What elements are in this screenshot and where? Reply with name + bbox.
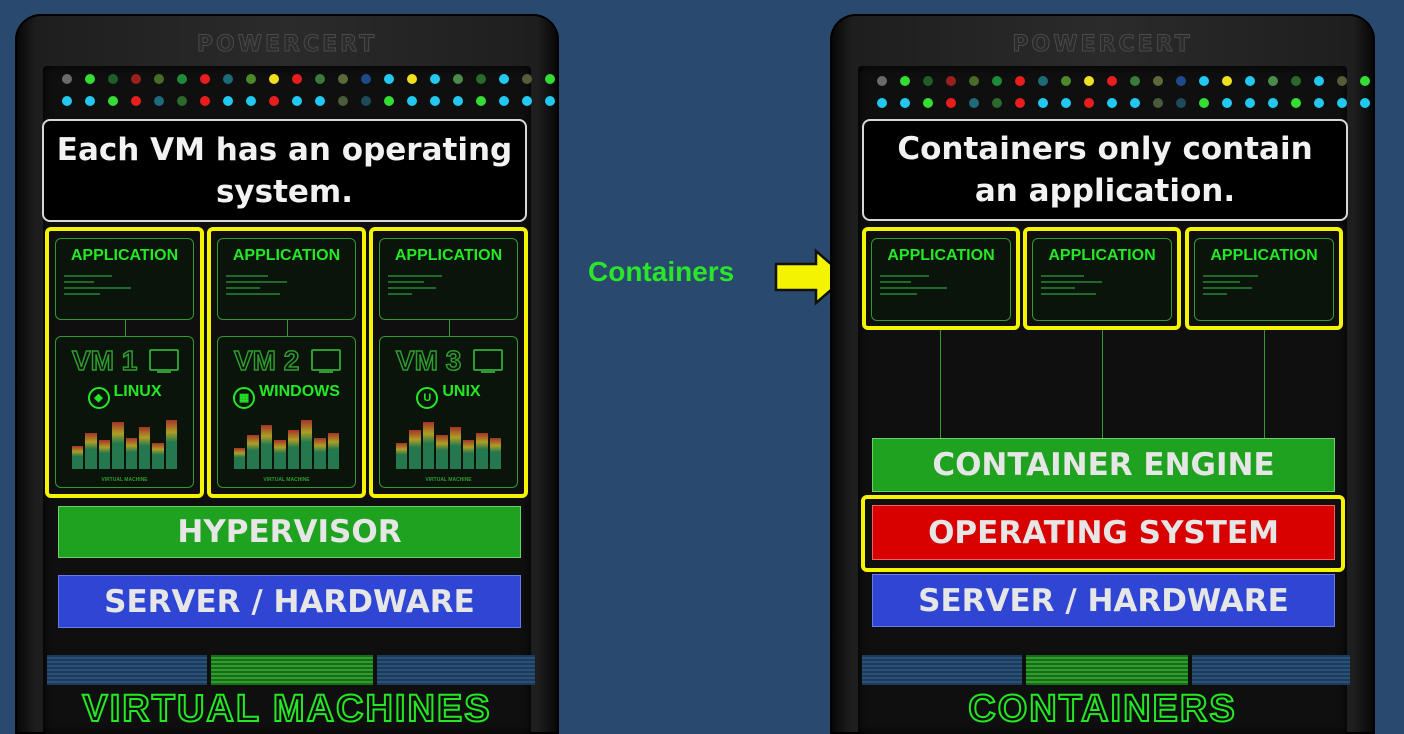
container-3-app-label: APPLICATION bbox=[1210, 247, 1318, 264]
vm-1-os-label: LINUX bbox=[113, 383, 162, 400]
windows-icon: ▦ bbox=[233, 387, 256, 409]
container-3-app-panel: APPLICATION bbox=[1194, 238, 1334, 321]
led-row-bottom bbox=[62, 96, 555, 106]
app-detail-lines bbox=[1203, 271, 1325, 311]
container-3-highlight bbox=[1185, 227, 1343, 330]
vm-3-highlight bbox=[369, 227, 528, 498]
operating-system-layer: OPERATING SYSTEM bbox=[872, 505, 1335, 560]
vm-2-os-label: WINDOWS bbox=[259, 383, 340, 400]
monitor-icon bbox=[473, 349, 503, 373]
vm-3-footer: VIRTUAL MACHINE bbox=[425, 477, 472, 483]
vm-3-os-label: UNIX bbox=[442, 383, 481, 400]
unix-icon: U bbox=[416, 387, 439, 409]
container-3-connector bbox=[1264, 330, 1265, 438]
vm-3-connector bbox=[449, 320, 450, 336]
vm-2-highlight bbox=[207, 227, 366, 498]
hypervisor-layer: HYPERVISOR bbox=[58, 506, 521, 558]
app-detail-lines bbox=[64, 271, 185, 311]
container-engine-layer: CONTAINER ENGINE bbox=[872, 438, 1335, 492]
container-2-app-label: APPLICATION bbox=[1048, 247, 1156, 264]
container-1-app-label: APPLICATION bbox=[887, 247, 995, 264]
vm-1-app-panel: APPLICATION bbox=[55, 238, 194, 320]
vm-bottom-label: VIRTUAL MACHINES bbox=[81, 687, 492, 731]
container-bottom-label: CONTAINERS bbox=[967, 687, 1237, 731]
app-detail-lines bbox=[388, 271, 509, 311]
vm-2-app-label: APPLICATION bbox=[232, 247, 341, 264]
vm-2-app-panel: APPLICATION bbox=[217, 238, 356, 320]
vm-2-title: VM 2 bbox=[233, 344, 300, 377]
vm-3-meter bbox=[396, 417, 501, 469]
containers-label: Containers bbox=[588, 256, 735, 287]
container-2-app-panel: APPLICATION bbox=[1032, 238, 1172, 321]
vm-2-connector bbox=[287, 320, 288, 336]
app-detail-lines bbox=[880, 271, 1002, 311]
vm-hardware-layer: SERVER / HARDWARE bbox=[58, 575, 521, 628]
vm-callout: Each VM has an operating system. bbox=[42, 119, 527, 222]
vm-3-title: VM 3 bbox=[395, 344, 462, 377]
monitor-icon bbox=[311, 349, 341, 373]
vm-1-title: VM 1 bbox=[71, 344, 138, 377]
rack-brand: POWERCERT bbox=[1012, 32, 1193, 58]
app-detail-lines bbox=[1041, 271, 1163, 311]
container-1-highlight bbox=[862, 227, 1020, 330]
vm-1-app-label: APPLICATION bbox=[70, 247, 179, 264]
container-callout: Containers only contain an application. bbox=[862, 119, 1348, 221]
vm-1-highlight bbox=[45, 227, 204, 498]
container-1-connector bbox=[940, 330, 941, 438]
monitor-icon bbox=[149, 349, 179, 373]
vm-3-app-panel: APPLICATION bbox=[379, 238, 518, 320]
container-hardware-layer: SERVER / HARDWARE bbox=[872, 574, 1335, 627]
container-rack-vents bbox=[862, 655, 1350, 685]
vm-1-os: ◆LINUX bbox=[56, 383, 193, 409]
vm-1-connector bbox=[125, 320, 126, 336]
led-row-top bbox=[877, 76, 1370, 86]
vm-2-os: ▦WINDOWS bbox=[218, 383, 355, 409]
led-row-bottom bbox=[877, 98, 1370, 108]
container-1-app-panel: APPLICATION bbox=[871, 238, 1011, 321]
vm-1-panel: VM 1 ◆LINUX VIRTUAL MACHINE bbox=[55, 336, 194, 488]
linux-icon: ◆ bbox=[87, 387, 110, 409]
vm-3-app-label: APPLICATION bbox=[394, 247, 503, 264]
vm-2-footer: VIRTUAL MACHINE bbox=[263, 477, 310, 483]
container-2-highlight bbox=[1023, 227, 1181, 330]
container-2-connector bbox=[1102, 330, 1103, 438]
vm-rack-vents bbox=[47, 655, 535, 685]
led-row-top bbox=[62, 74, 555, 84]
vm-1-meter bbox=[72, 417, 177, 469]
operating-system-highlight bbox=[861, 495, 1345, 572]
vm-2-meter bbox=[234, 417, 339, 469]
app-detail-lines bbox=[226, 271, 347, 311]
vm-1-footer: VIRTUAL MACHINE bbox=[101, 477, 148, 483]
vm-2-panel: VM 2 ▦WINDOWS VIRTUAL MACHINE bbox=[217, 336, 356, 488]
rack-brand: POWERCERT bbox=[196, 32, 378, 58]
